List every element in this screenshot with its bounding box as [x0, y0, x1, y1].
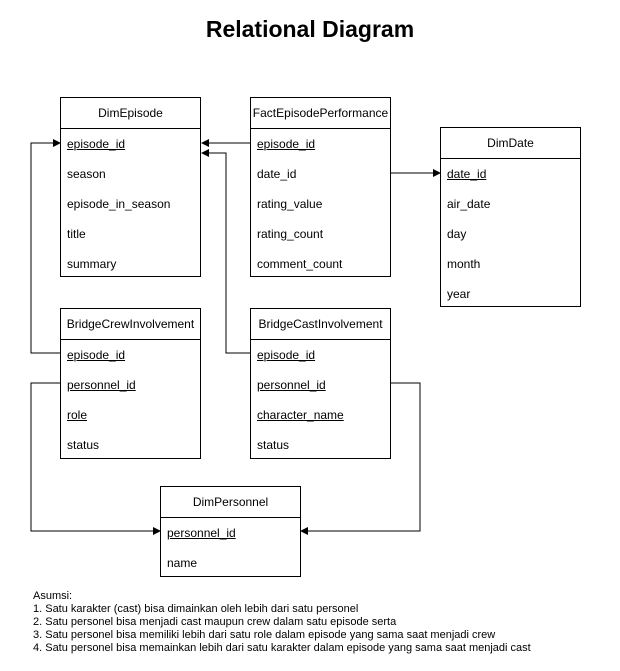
- key-field: personnel_id: [67, 378, 136, 392]
- key-field: role: [67, 408, 88, 422]
- key-field: episode_id: [257, 348, 316, 362]
- attribute-field: season: [67, 167, 106, 181]
- key-field: personnel_id: [257, 378, 326, 392]
- link-cast-to-personnel: [300, 382, 421, 535]
- notes-heading: Asumsi:: [33, 590, 73, 602]
- assumptions-notes: Asumsi: 1. Satu karakter (cast) bisa dim…: [33, 590, 531, 655]
- attribute-field: air_date: [447, 197, 491, 211]
- key-field: character_name: [257, 408, 344, 422]
- key-field: date_id: [447, 167, 487, 181]
- attribute-field: status: [67, 438, 100, 452]
- attribute-field: rating_value: [257, 197, 323, 211]
- entity-header: BridgeCastInvolvement: [251, 309, 390, 340]
- note-item: 1. Satu karakter (cast) bisa dimainkan o…: [33, 603, 359, 615]
- attribute-field: rating_count: [257, 227, 324, 241]
- link-crew-to-episode: [30, 139, 61, 354]
- attribute-field: day: [447, 227, 467, 241]
- diagram-title: Relational Diagram: [205, 16, 415, 42]
- key-field: episode_id: [67, 348, 126, 362]
- attribute-field: comment_count: [257, 257, 343, 271]
- entity-header: BridgeCrewInvolvement: [61, 309, 200, 340]
- attribute-field: summary: [67, 257, 117, 271]
- entity-bridge-cast-involvement: BridgeCastInvolvement episode_id personnel…: [250, 308, 391, 459]
- entity-header: DimEpisode: [61, 98, 200, 129]
- note-item: 3. Satu personel bisa memiliki lebih dar…: [33, 629, 496, 641]
- attribute-field: month: [447, 257, 481, 271]
- entity-header: DimPersonnel: [161, 487, 300, 518]
- key-field: episode_id: [67, 137, 126, 151]
- note-item: 4. Satu personel bisa memainkan lebih da…: [33, 642, 531, 654]
- attribute-field: name: [167, 556, 198, 570]
- attribute-field: date_id: [257, 167, 297, 181]
- attribute-field: title: [67, 227, 86, 241]
- key-field: episode_id: [257, 137, 316, 151]
- entity-bridge-crew-involvement: BridgeCrewInvolvement episode_id personnel…: [60, 308, 201, 459]
- note-item: 2. Satu personel bisa menjadi cast maupu…: [33, 616, 397, 628]
- entity-header: FactEpisodePerformance: [251, 98, 390, 129]
- key-field: personnel_id: [167, 526, 236, 540]
- link-crew-to-personnel: [30, 382, 161, 535]
- attribute-field: year: [447, 287, 471, 301]
- link-cast-to-episode: [201, 149, 250, 354]
- attribute-field: status: [257, 438, 290, 452]
- attribute-field: episode_in_season: [67, 197, 171, 211]
- entity-header: DimDate: [441, 128, 580, 159]
